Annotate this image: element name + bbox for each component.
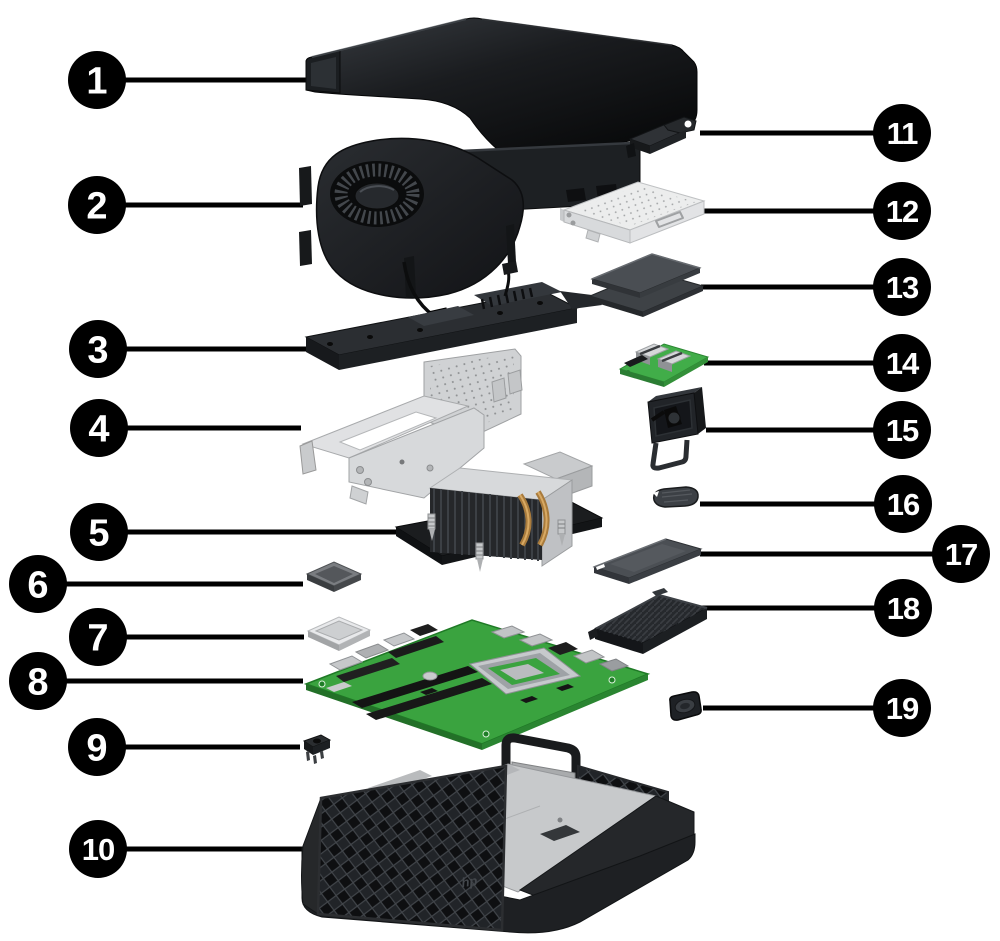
callout-circle: [9, 555, 67, 613]
callout-circle: [69, 608, 127, 666]
cpu-socket: [468, 647, 582, 695]
callout-9-power-switch: 9: [68, 718, 300, 776]
callout-18-heat-shield: 18: [701, 579, 932, 637]
callout-circle: [69, 320, 127, 378]
part-4-drive-cage: [299, 348, 523, 505]
callout-10-chassis: 10: [69, 820, 304, 878]
callout-number: 18: [887, 591, 920, 626]
callout-number: 9: [86, 728, 107, 770]
callout-number: 14: [886, 346, 920, 381]
callout-circle: [874, 475, 932, 533]
callout-circle: [70, 399, 128, 457]
part-18-heat-shield: [588, 588, 709, 654]
callout-number: 4: [88, 409, 109, 451]
heat-sink-screw: [427, 513, 436, 541]
callout-number: 6: [27, 565, 48, 607]
callout-2-blower-fan: 2: [68, 176, 303, 234]
part-7-processor: [306, 616, 372, 651]
callout-number: 17: [945, 537, 977, 572]
callout-number: 19: [886, 691, 919, 726]
callout-15-sensor-module: 15: [706, 401, 931, 459]
callout-8-system-board: 8: [9, 652, 303, 710]
usb-port: [656, 350, 692, 372]
callout-circle: [873, 334, 931, 392]
callout-circle: [873, 258, 931, 316]
hp-logo: hp: [460, 873, 478, 890]
callout-12-drive-carrier: 12: [704, 182, 931, 240]
part-17-ssd-module: [592, 538, 703, 584]
callout-circle: [68, 51, 126, 109]
part-1-top-cover: [305, 17, 698, 155]
callout-11-bracket: 11: [700, 104, 931, 162]
callout-circle: [68, 176, 126, 234]
callout-circle: [69, 820, 127, 878]
callout-number: 13: [886, 270, 919, 305]
part-15-sensor-module: [647, 387, 706, 471]
part-9-power-switch: [302, 734, 332, 764]
callout-circle: [873, 679, 931, 737]
callout-number: 3: [87, 330, 108, 372]
callout-number: 12: [886, 194, 918, 229]
callout-circle: [68, 718, 126, 776]
rear-frame: [501, 733, 581, 814]
callout-14-usb-board: 14: [704, 334, 931, 392]
callout-number: 7: [87, 618, 108, 660]
part-12-drive-carrier: [560, 181, 706, 244]
front-mesh-panel: [316, 764, 508, 932]
callout-circle: [9, 652, 67, 710]
callout-3-speaker-duct-assembly: 3: [69, 320, 306, 378]
part-16-clip: [652, 486, 699, 508]
callout-number: 16: [887, 487, 920, 522]
callout-circle: [70, 503, 128, 561]
callout-16-clip: 16: [700, 475, 932, 533]
callout-number: 5: [88, 513, 109, 555]
part-8-system-board: [303, 619, 651, 750]
heat-sink-screw: [475, 542, 484, 572]
callout-circle: [874, 579, 932, 637]
part-5-heat-sink: [394, 451, 604, 572]
callout-1-top-cover: 1: [68, 51, 308, 109]
part-13-drive-plates: [588, 253, 705, 317]
callout-number: 15: [886, 413, 919, 448]
ram-slot: [366, 678, 492, 720]
callout-number: 11: [887, 116, 919, 151]
part-14-usb-board: [618, 343, 710, 387]
callout-circle: [873, 104, 931, 162]
callout-6-chip: 6: [9, 555, 303, 613]
callout-17-ssd-module: 17: [700, 525, 990, 583]
callout-circle: [932, 525, 990, 583]
callout-circle: [873, 401, 931, 459]
callout-number: 1: [86, 61, 107, 103]
callout-7-processor: 7: [69, 608, 304, 666]
callout-circle: [873, 182, 931, 240]
part-11-bracket: [626, 116, 697, 158]
callout-13-drive-plates: 13: [701, 258, 931, 316]
callout-19-speaker: 19: [703, 679, 931, 737]
callout-number: 2: [86, 186, 107, 228]
part-19-speaker: [669, 691, 702, 721]
heat-sink-screw: [557, 519, 566, 546]
callout-5-heat-sink: 5: [70, 503, 415, 561]
part-10-chassis: hp: [301, 733, 696, 934]
part-6-chip: [305, 561, 363, 592]
part-3-speaker-duct-assembly: [304, 261, 602, 370]
ram-slot: [352, 666, 478, 708]
callout-4-drive-cage: 4: [70, 399, 301, 457]
callout-number: 8: [27, 662, 48, 704]
callout-number: 10: [82, 832, 114, 867]
